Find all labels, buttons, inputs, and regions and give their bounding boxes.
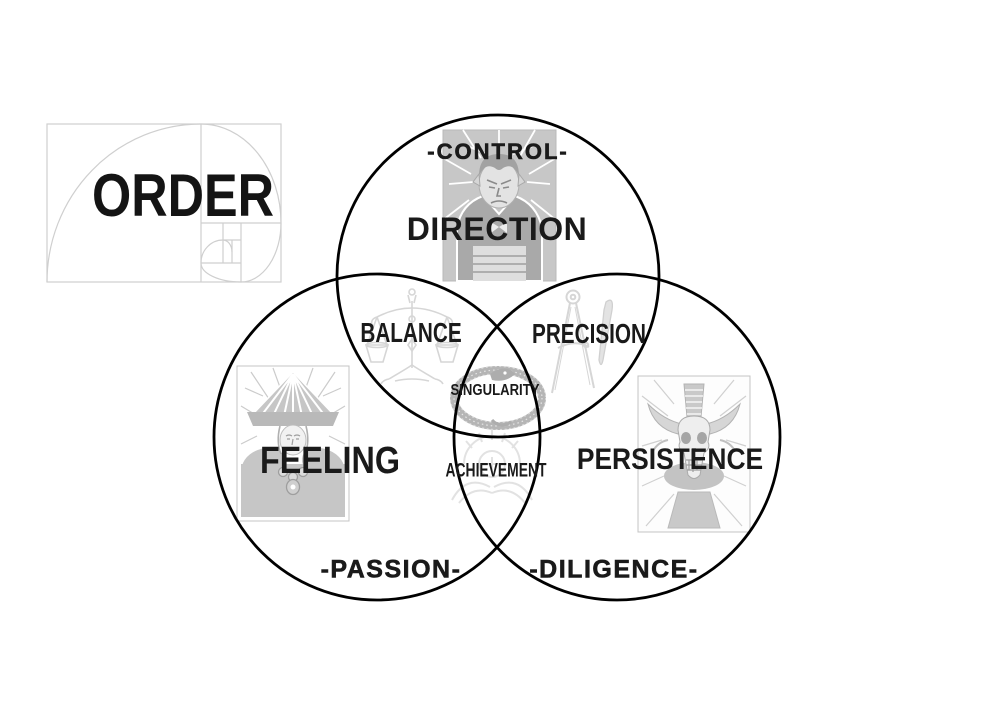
collar-right: [301, 447, 345, 481]
road-altar: [667, 491, 721, 529]
widows-peak-hair: [479, 154, 519, 176]
balance-label: BALANCE: [360, 317, 462, 348]
venn-circle-persistence: [452, 272, 782, 602]
mosaic-cracks: [442, 129, 557, 221]
nose-hole: [692, 448, 696, 454]
singularity-label: SINGULARITY: [450, 382, 540, 399]
achievement-label: ACHIEVEMENT: [445, 460, 547, 482]
balance-scales-icon: [364, 288, 460, 385]
persistence-label: PERSISTENCE: [576, 443, 764, 476]
horned-skull-card-illustration: [637, 375, 751, 533]
ouroboros-icon: [450, 366, 546, 430]
necklace: [277, 466, 309, 496]
snake-head: [490, 368, 515, 381]
pointed-ears: [472, 172, 526, 187]
left-horn: [647, 402, 683, 435]
order-title: ORDER: [91, 162, 275, 229]
control-label: -CONTROL-: [427, 139, 569, 164]
drafting-compass-icon: [551, 289, 614, 394]
venn-circle-direction: [335, 113, 661, 439]
teeth: [686, 459, 702, 472]
direction-label: DIRECTION: [406, 211, 588, 247]
eye-socket-left: [681, 432, 691, 444]
diligence-label: -DILIGENCE-: [529, 555, 699, 584]
facial-features: [285, 434, 301, 451]
facial-features: [486, 179, 512, 204]
feeling-label: FEELING: [260, 440, 400, 482]
mosaic-tiles: [641, 379, 747, 527]
venn-circles: [212, 113, 782, 602]
priestess-card-illustration: [236, 365, 350, 522]
venn-circle-feeling: [212, 272, 542, 602]
collar-left: [241, 447, 285, 481]
hair-strands: [277, 425, 309, 455]
golden-ratio-spiral-icon: [46, 123, 282, 283]
eye-socket-right: [697, 432, 707, 444]
precision-label: PRECISION: [532, 318, 646, 349]
quill-blade: [598, 299, 614, 366]
right-horn: [705, 402, 741, 435]
passion-label: -PASSION-: [320, 555, 462, 584]
snake-tail: [490, 418, 512, 427]
bowtie: [491, 222, 507, 233]
ruler-card-illustration: [442, 129, 557, 282]
headdress-brim: [247, 412, 339, 426]
skull: [677, 415, 711, 479]
